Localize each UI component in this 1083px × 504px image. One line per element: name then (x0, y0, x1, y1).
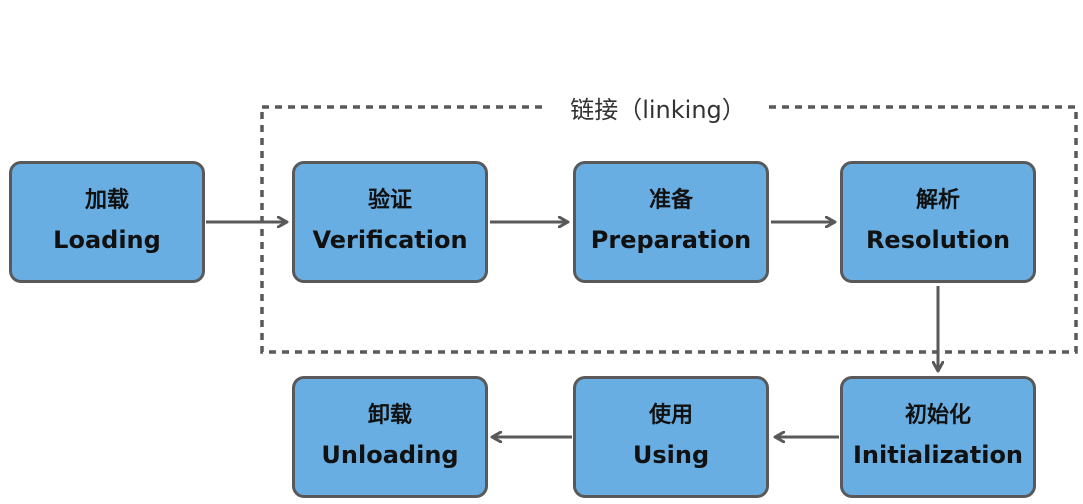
stage-initialization: 初始化 Initialization (840, 376, 1036, 498)
stage-verification-cn: 验证 (367, 188, 412, 213)
stage-resolution-en: Resolution (865, 226, 1011, 254)
stage-verification-en: Verification (312, 226, 468, 254)
stage-loading-cn: 加载 (84, 188, 129, 213)
stage-using: 使用 Using (573, 376, 769, 498)
stage-initialization-en: Initialization (852, 441, 1024, 469)
stage-preparation-en: Preparation (590, 226, 752, 254)
stage-unloading-cn: 卸载 (367, 403, 412, 428)
stage-unloading: 卸载 Unloading (292, 376, 488, 498)
stage-preparation: 准备 Preparation (573, 161, 769, 283)
stage-initialization-cn: 初始化 (904, 403, 971, 428)
stage-unloading-en: Unloading (321, 441, 459, 469)
stage-resolution: 解析 Resolution (840, 161, 1036, 283)
stage-using-en: Using (632, 441, 710, 469)
stage-resolution-cn: 解析 (915, 188, 960, 213)
stage-preparation-cn: 准备 (648, 188, 693, 213)
stage-verification: 验证 Verification (292, 161, 488, 283)
stage-loading: 加载 Loading (9, 161, 205, 283)
stage-loading-en: Loading (53, 226, 161, 254)
stage-using-cn: 使用 (648, 403, 693, 428)
linking-group-label: 链接（linking） (548, 90, 768, 130)
